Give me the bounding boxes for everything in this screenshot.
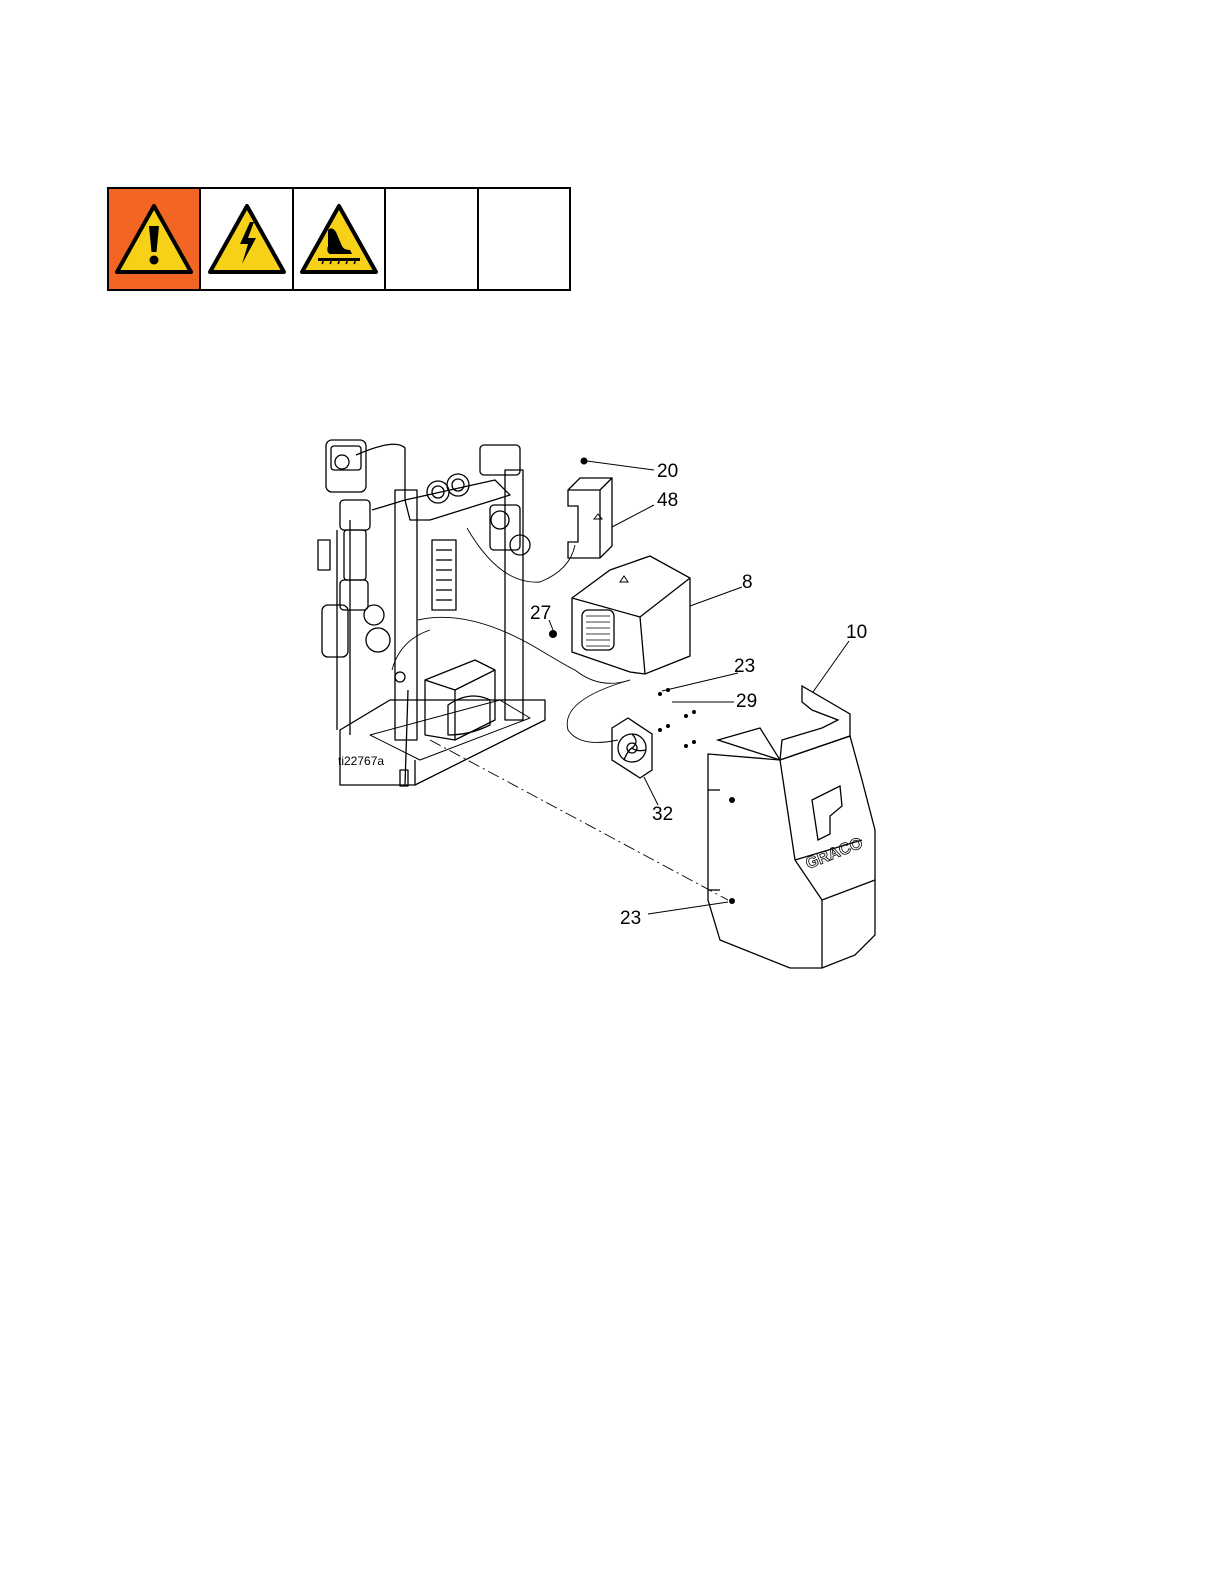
power-cords	[392, 528, 630, 742]
part-32-fan	[612, 718, 652, 778]
general-warning-icon	[113, 202, 195, 276]
callout-20: 20	[657, 462, 678, 481]
callout-23-bottom: 23	[620, 909, 641, 928]
figure-reference-code: ti22767a	[338, 754, 384, 768]
callout-29: 29	[736, 692, 757, 711]
assembly-axis-line	[430, 740, 728, 900]
callout-8: 8	[742, 573, 753, 592]
part-10-shroud	[708, 686, 875, 968]
main-unit-frame	[318, 440, 545, 786]
electric-shock-icon	[206, 202, 288, 276]
warning-symbol-strip	[107, 187, 571, 291]
part-8-fan-housing	[572, 556, 690, 674]
callout-27: 27	[530, 604, 551, 623]
general-warning-cell	[109, 189, 199, 289]
part-27-nut	[549, 630, 557, 638]
empty-warning-cell-1	[384, 189, 476, 289]
graco-logo-text: GRACO	[804, 835, 866, 873]
hot-surface-cell	[292, 189, 384, 289]
fan-grille	[586, 616, 610, 646]
callout-32: 32	[652, 805, 673, 824]
fan-screws	[658, 688, 735, 904]
callout-23-top: 23	[734, 657, 755, 676]
exploded-parts-diagram: GRACO	[300, 430, 900, 990]
empty-warning-cell-2	[477, 189, 569, 289]
part-20-screw	[581, 458, 588, 465]
callout-10: 10	[846, 623, 867, 642]
callout-48: 48	[657, 491, 678, 510]
electric-shock-cell	[199, 189, 291, 289]
hot-surface-icon	[298, 202, 380, 276]
